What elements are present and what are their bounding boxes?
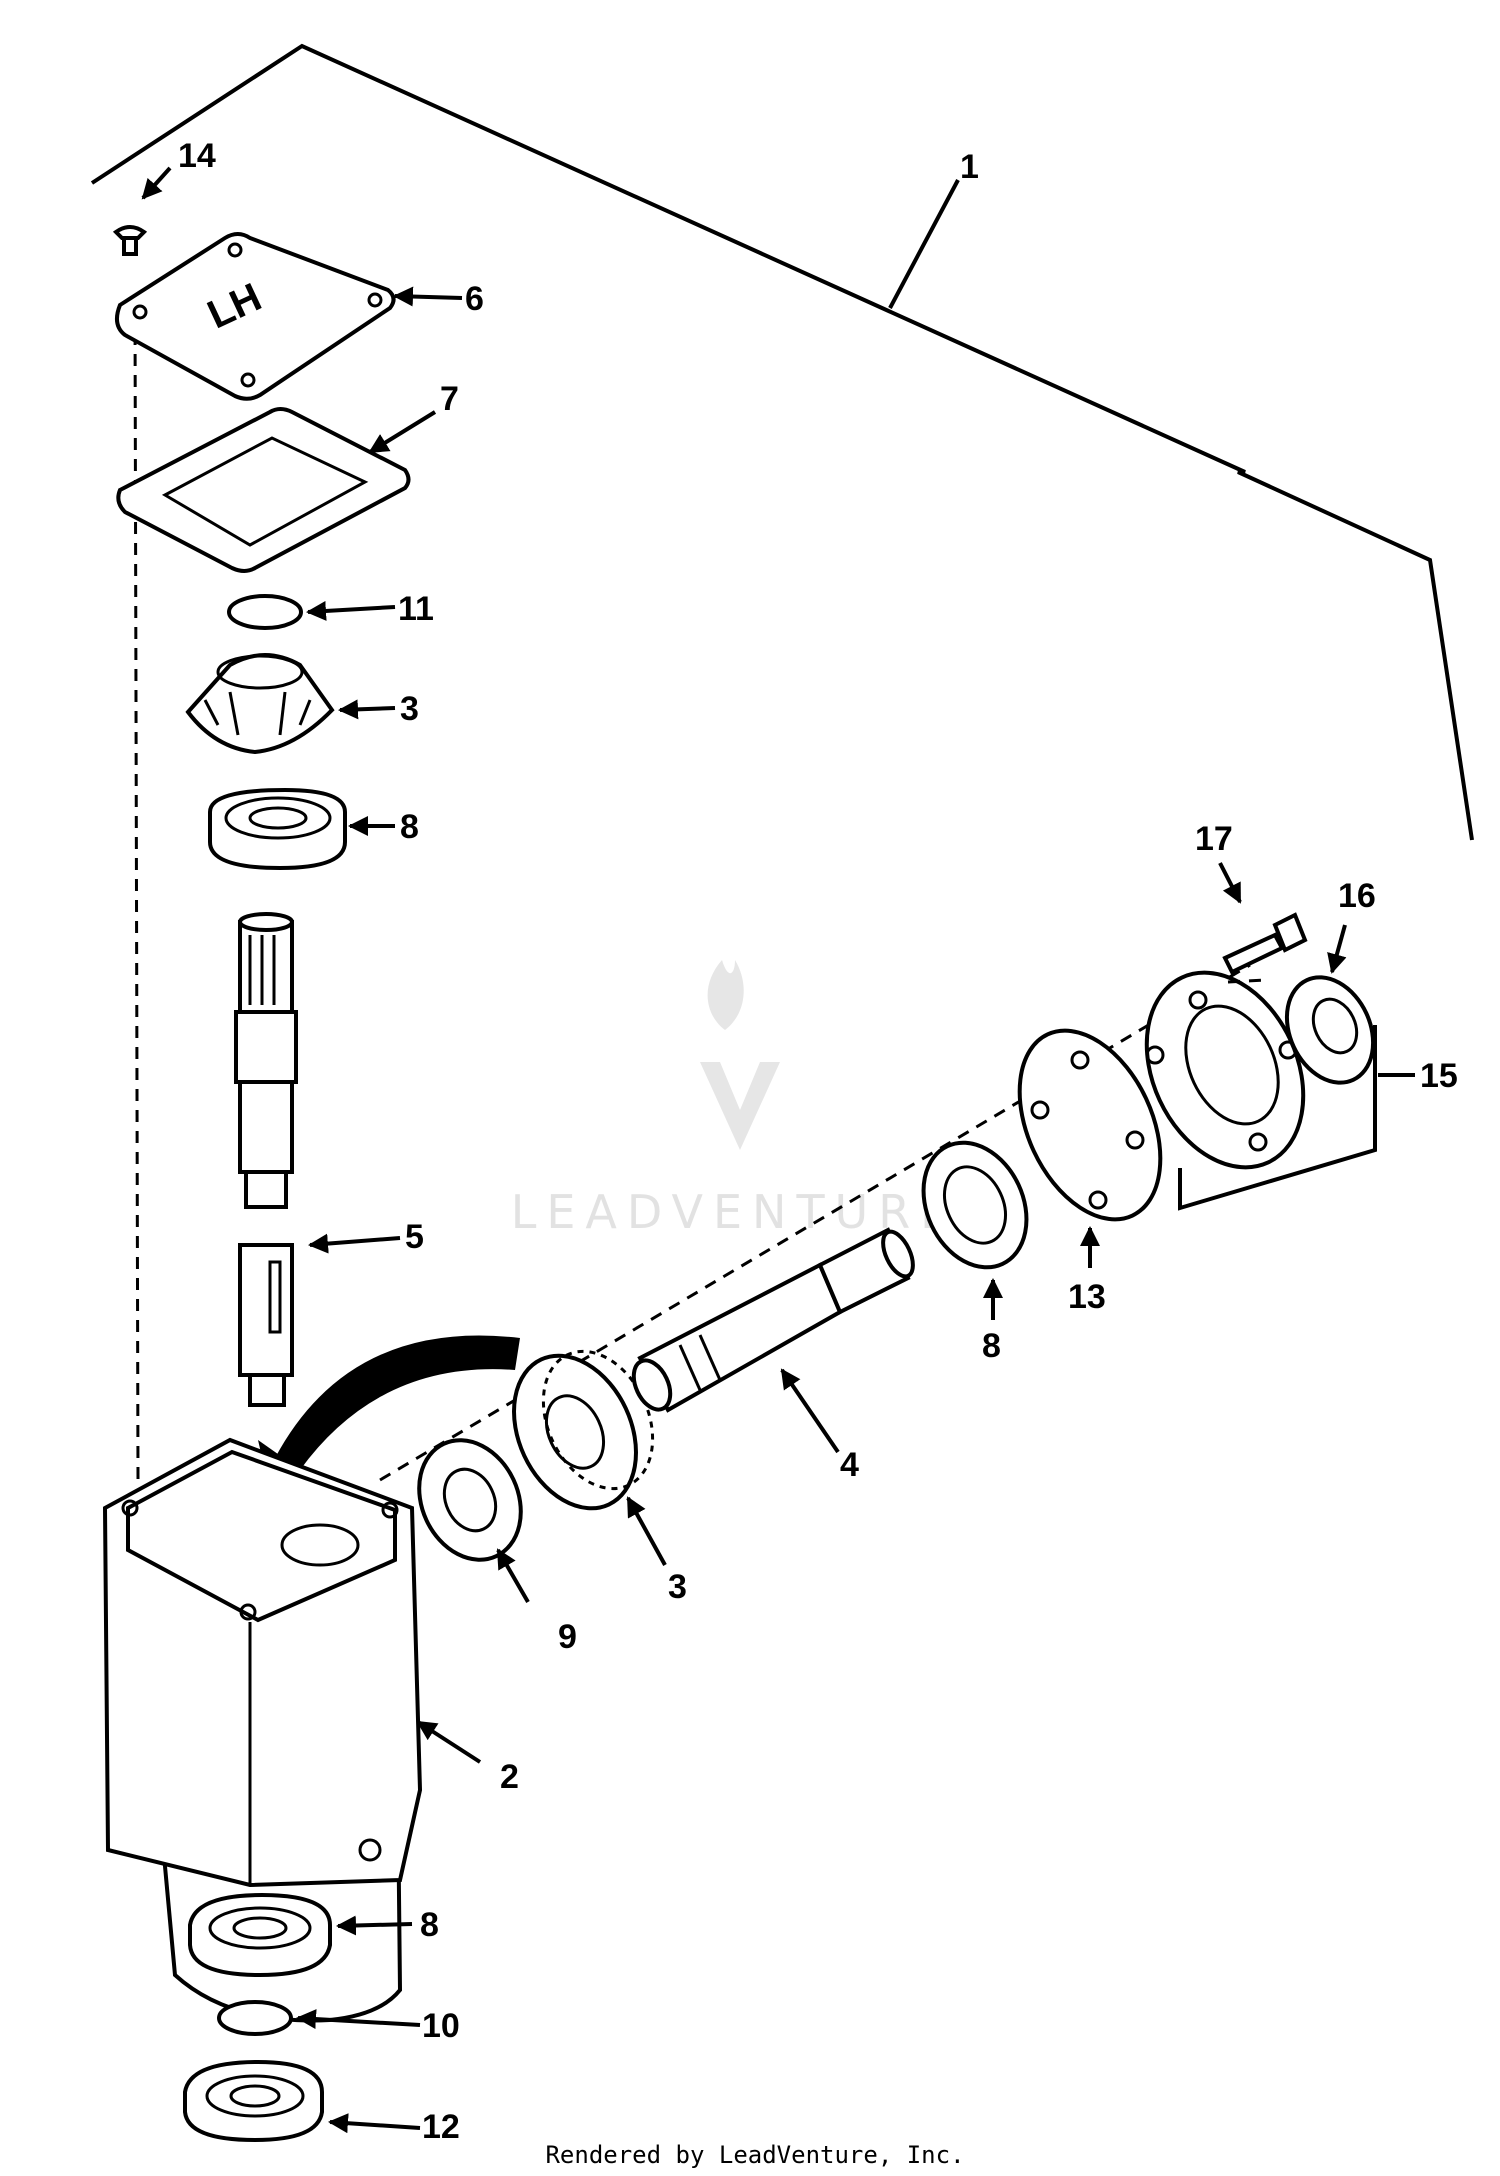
callout-13: 13 xyxy=(1068,1278,1106,1316)
upper-bearing-part xyxy=(208,787,347,871)
callout-17: 17 xyxy=(1195,820,1233,858)
callout-11: 11 xyxy=(398,590,434,628)
callout-leader-1 xyxy=(888,179,960,309)
assembly-bracket-line xyxy=(90,43,1474,841)
rotation-arrow xyxy=(275,1335,520,1470)
bolt-part xyxy=(1222,912,1308,984)
callout-12: 12 xyxy=(422,2108,460,2146)
callout-8-upper: 8 xyxy=(400,808,419,846)
callout-arrows xyxy=(141,166,1415,2134)
callout-2: 2 xyxy=(500,1758,519,1796)
shim-part xyxy=(1017,1028,1163,1222)
snap-ring-part xyxy=(227,594,303,630)
callout-14: 14 xyxy=(178,137,216,175)
callout-10: 10 xyxy=(422,2007,460,2045)
callout-3-lower: 3 xyxy=(668,1568,687,1606)
callout-5: 5 xyxy=(405,1218,424,1256)
lower-bearing-part xyxy=(188,1892,332,1978)
pinion-shaft-part xyxy=(238,1243,294,1407)
callout-8-lower: 8 xyxy=(420,1906,439,1944)
callout-9: 9 xyxy=(558,1618,577,1656)
watermark-text: LEADVENTURE xyxy=(511,1185,960,1239)
horizontal-bevel-gear-part xyxy=(512,1349,655,1511)
callout-6: 6 xyxy=(465,280,484,318)
horizontal-shaft-part xyxy=(631,1227,915,1413)
callout-labels: 1 14 6 7 11 3 8 5 2 8 10 12 17 16 15 13 … xyxy=(178,137,1458,2146)
seal-part xyxy=(183,2059,324,2143)
callout-7: 7 xyxy=(440,380,459,418)
right-seal-part xyxy=(1284,975,1376,1085)
callout-15: 15 xyxy=(1420,1057,1458,1095)
watermark-logo: LEADVENTURE xyxy=(511,960,960,1239)
screw-part xyxy=(112,225,148,256)
callout-8-right: 8 xyxy=(982,1327,1001,1365)
right-bearing-part xyxy=(921,1140,1029,1270)
lower-snap-ring-part xyxy=(217,2000,293,2036)
footer-credit: Rendered by LeadVenture, Inc. xyxy=(545,2141,964,2169)
upper-bevel-gear-part xyxy=(185,653,335,755)
bearing-housing-part xyxy=(1144,970,1377,1211)
vertical-shaft-part xyxy=(234,912,298,1209)
callout-4: 4 xyxy=(840,1446,859,1484)
callout-1: 1 xyxy=(960,148,979,186)
callout-3-upper: 3 xyxy=(400,690,419,728)
callout-16: 16 xyxy=(1338,877,1376,915)
gasket-part xyxy=(116,407,411,573)
bearing-9-part xyxy=(417,1438,523,1562)
gearbox-cover-part: LH xyxy=(114,232,396,401)
